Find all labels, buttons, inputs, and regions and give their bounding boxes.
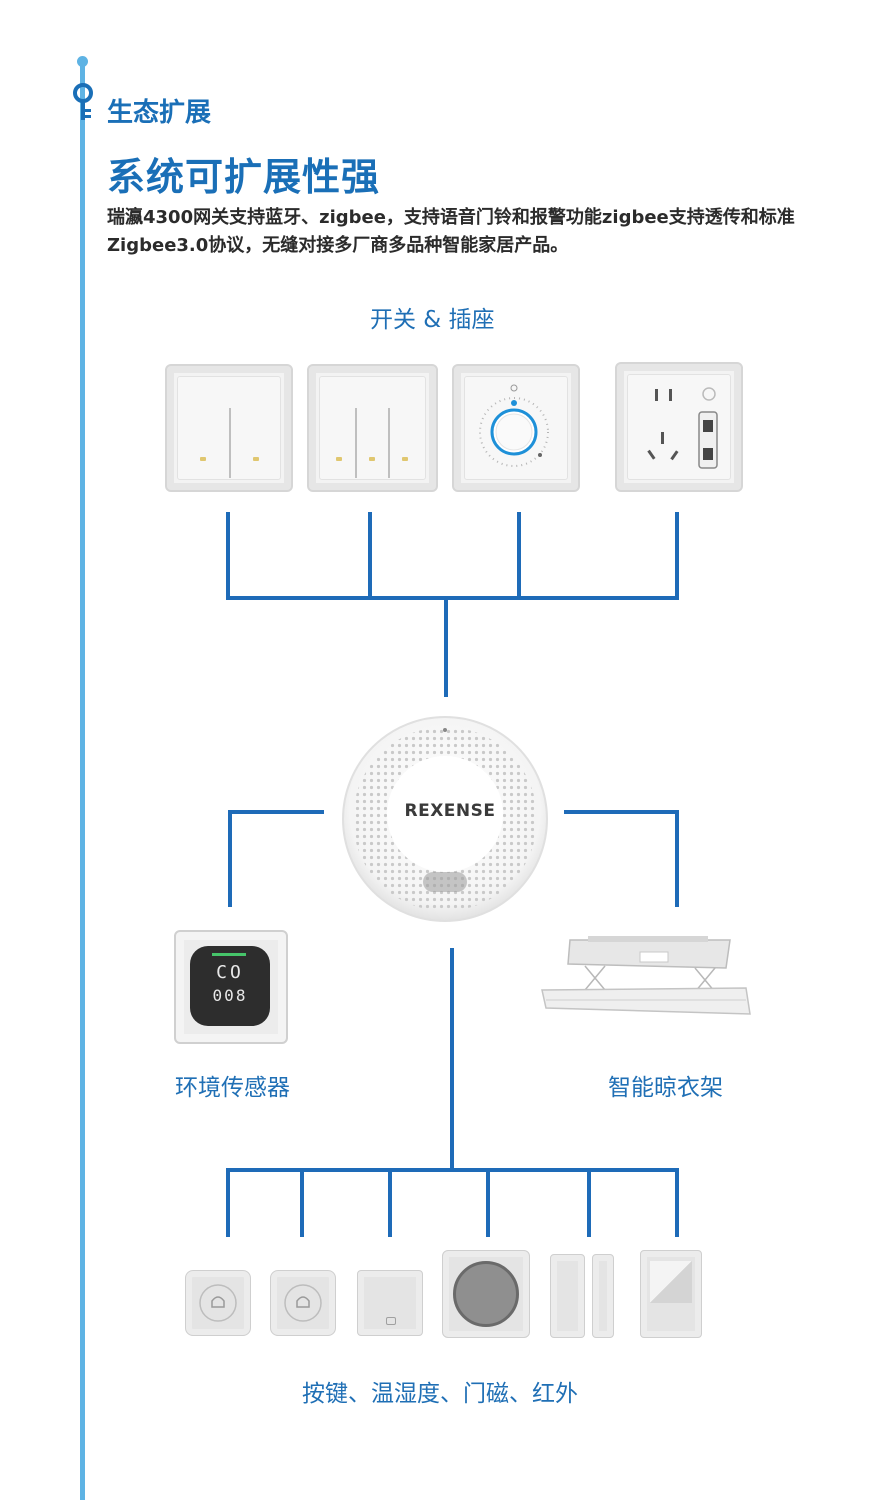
section-label: 生态扩展 bbox=[107, 98, 212, 128]
doorbell-button-device bbox=[185, 1270, 251, 1336]
gateway-device bbox=[342, 716, 548, 922]
sensor-reading-value: 008 bbox=[212, 986, 248, 1005]
rack-label: 智能晾衣架 bbox=[608, 1075, 723, 1101]
sensor-screen bbox=[190, 946, 270, 1026]
drying-rack-device bbox=[541, 936, 751, 1015]
infrared-sensor bbox=[640, 1250, 702, 1338]
door-sensor-body bbox=[550, 1254, 585, 1338]
sensor-indicator bbox=[386, 1317, 396, 1325]
key-icon bbox=[73, 83, 93, 120]
bell-icon bbox=[284, 1284, 322, 1322]
wall-socket bbox=[615, 362, 743, 492]
bell-icon bbox=[199, 1284, 237, 1322]
sidebar-line bbox=[80, 60, 85, 1500]
two-gang-switch bbox=[165, 364, 293, 492]
sensor-status-bar bbox=[212, 953, 246, 956]
gateway-brand: REXENSE bbox=[404, 801, 496, 821]
sidebar-dot bbox=[77, 56, 88, 67]
three-gang-switch bbox=[307, 364, 438, 492]
temp-humidity-sensor bbox=[357, 1270, 423, 1336]
page-title: 系统可扩展性强 bbox=[107, 155, 381, 199]
scene-button-device bbox=[270, 1270, 336, 1336]
switches-label: 开关 & 插座 bbox=[370, 307, 495, 333]
dimmer-switch bbox=[452, 364, 580, 492]
socket-face-icon bbox=[647, 387, 718, 469]
round-sensor-device bbox=[442, 1250, 530, 1338]
environment-sensor: CO 008 bbox=[174, 930, 288, 1044]
infrared-window bbox=[650, 1261, 692, 1303]
description: 瑞瀛4300网关支持蓝牙、zigbee，支持语音门铃和报警功能zigbee支持透… bbox=[107, 207, 795, 256]
sensor-reading-label: CO bbox=[216, 962, 244, 983]
door-sensor-magnet bbox=[592, 1254, 614, 1338]
round-sensor-lens bbox=[453, 1261, 519, 1327]
dimmer-dial-icon bbox=[479, 384, 549, 467]
bottom-label: 按键、温湿度、门磁、红外 bbox=[302, 1381, 578, 1407]
sensor-label: 环境传感器 bbox=[175, 1075, 290, 1101]
